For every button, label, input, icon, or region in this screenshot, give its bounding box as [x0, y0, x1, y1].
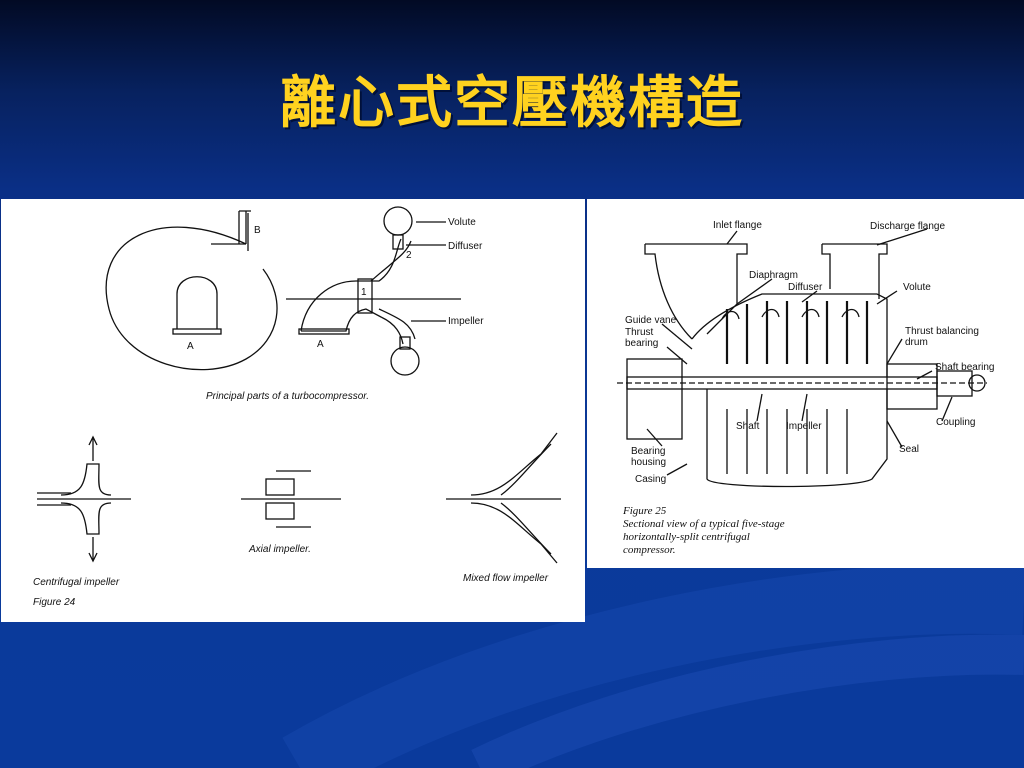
label-impeller: Impeller	[448, 316, 484, 327]
figure-25-caption-line3: compressor.	[623, 544, 675, 556]
caption-principal-parts: Principal parts of a turbocompressor.	[206, 391, 369, 402]
figure-25-caption-line2: horizontally-split centrifugal	[623, 531, 750, 543]
label-shaft: Shaft	[736, 421, 760, 432]
label-volute: Volute	[448, 217, 476, 228]
caption-centrifugal-impeller: Centrifugal impeller	[33, 577, 120, 588]
label-diffuser-25: Diffuser	[788, 282, 823, 293]
label-thrust-bearing-line1: Thrust	[625, 327, 654, 338]
label-a-left: A	[187, 341, 194, 352]
mixed-flow-impeller-drawing	[446, 432, 561, 564]
label-seal: Seal	[899, 444, 919, 455]
volute-spiral-drawing	[105, 210, 278, 371]
figure-24-label: Figure 24	[33, 597, 76, 608]
compressor-section-drawing	[617, 228, 987, 488]
figure-25-panel: Inlet flange Discharge flange Diaphragm …	[587, 199, 1024, 568]
label-diaphragm: Diaphragm	[749, 270, 798, 281]
label-2: 2	[406, 250, 412, 261]
figure-25-diagram: Inlet flange Discharge flange Diaphragm …	[617, 220, 995, 556]
slide-title: 離心式空壓機構造	[280, 71, 744, 136]
figure-24-panel: B A A 1 2 Volute Diffuser Impeller Princ…	[1, 199, 585, 622]
label-bearing-housing-line1: Bearing	[631, 446, 665, 457]
label-inlet-flange: Inlet flange	[713, 220, 762, 231]
label-guide-vane: Guide vane	[625, 315, 677, 326]
figure-25-label: Figure 25	[622, 505, 667, 517]
axial-impeller-drawing	[241, 470, 341, 528]
label-1: 1	[361, 287, 367, 298]
label-thrust-balancing-line2: drum	[905, 337, 928, 348]
label-volute-25: Volute	[903, 282, 931, 293]
turbocompressor-section-drawing	[286, 206, 461, 376]
label-bearing-housing-line2: housing	[631, 457, 666, 468]
label-discharge-flange: Discharge flange	[870, 221, 945, 232]
label-a-right: A	[317, 339, 324, 350]
label-thrust-bearing-line2: bearing	[625, 338, 658, 349]
label-casing: Casing	[635, 474, 666, 485]
figure-24-diagram: B A A 1 2 Volute Diffuser Impeller Princ…	[33, 206, 561, 608]
figure-25-caption-line1: Sectional view of a typical five-stage	[623, 518, 785, 530]
centrifugal-impeller-drawing	[37, 435, 131, 563]
caption-axial-impeller: Axial impeller.	[248, 544, 311, 555]
label-b: B	[254, 225, 261, 236]
label-coupling: Coupling	[936, 417, 975, 428]
label-shaft-bearing: Shaft bearing	[935, 362, 995, 373]
label-impeller-25: Impeller	[786, 421, 822, 432]
label-thrust-balancing-line1: Thrust balancing	[905, 326, 979, 337]
label-diffuser: Diffuser	[448, 241, 483, 252]
caption-mixed-flow-impeller: Mixed flow impeller	[463, 573, 549, 584]
